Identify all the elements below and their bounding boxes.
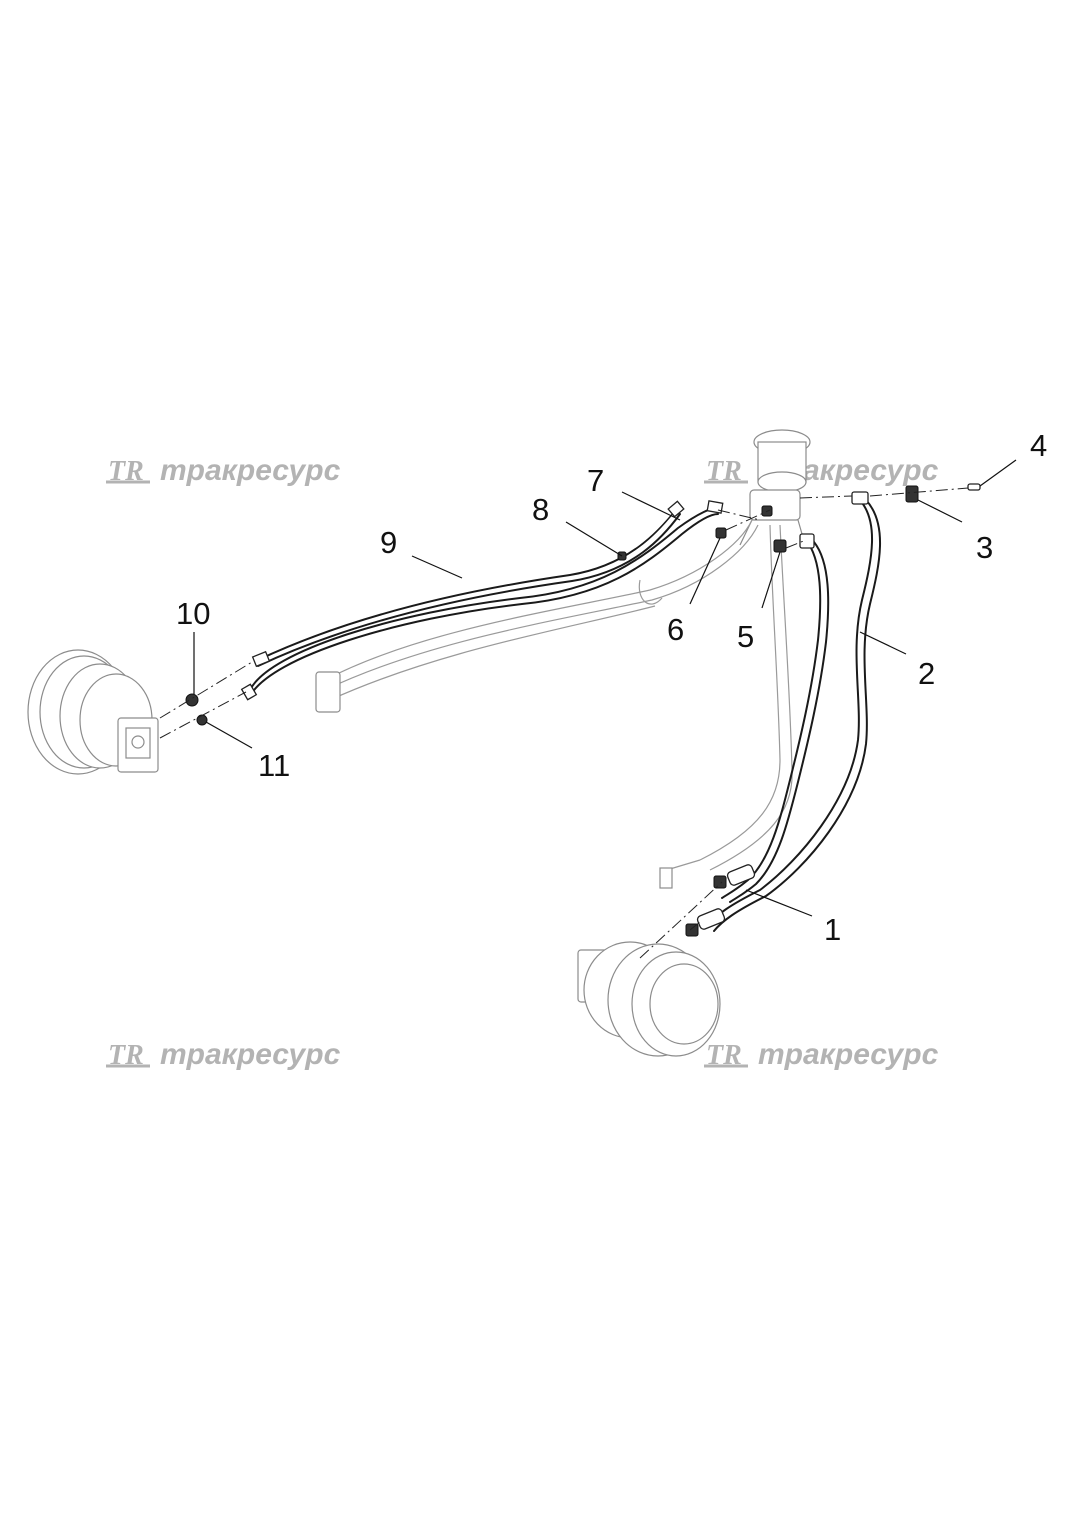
- hose-2: [707, 491, 882, 932]
- callout-8: 8: [532, 492, 549, 527]
- swivel-joint: [739, 429, 811, 549]
- watermark-bottom-left: TR тракресурс: [106, 1038, 341, 1071]
- background-hoses: [315, 519, 793, 889]
- callout-9: 9: [380, 525, 397, 560]
- callout-11: 11: [258, 748, 290, 783]
- watermark-text: тракресурс: [160, 1038, 341, 1071]
- left-travel-motor: [27, 649, 159, 775]
- watermark-top-left: TR тракресурс: [106, 454, 341, 487]
- callout-1: 1: [824, 912, 841, 947]
- callout-7: 7: [587, 463, 604, 498]
- watermark-bottom-right: TR тракресурс: [704, 1038, 939, 1071]
- callouts: 1 2 3 4 5 6 7 8 9 10 11: [176, 428, 1047, 947]
- right-travel-motor: [577, 941, 721, 1057]
- leader-lines: [193, 459, 1017, 917]
- callout-4: 4: [1030, 428, 1047, 463]
- watermark-text: тракресурс: [160, 454, 341, 487]
- callout-6: 6: [667, 612, 684, 647]
- callout-2: 2: [918, 656, 935, 691]
- assembly-lines: [159, 487, 969, 959]
- callout-5: 5: [737, 619, 754, 654]
- fittings: [185, 483, 981, 726]
- hose-1: [685, 533, 830, 937]
- callout-3: 3: [976, 530, 993, 565]
- watermark-top-right: TR тракресурс: [704, 454, 939, 487]
- callout-10: 10: [176, 596, 210, 631]
- hose-9: [240, 500, 724, 701]
- watermark-text: тракресурс: [758, 1038, 939, 1071]
